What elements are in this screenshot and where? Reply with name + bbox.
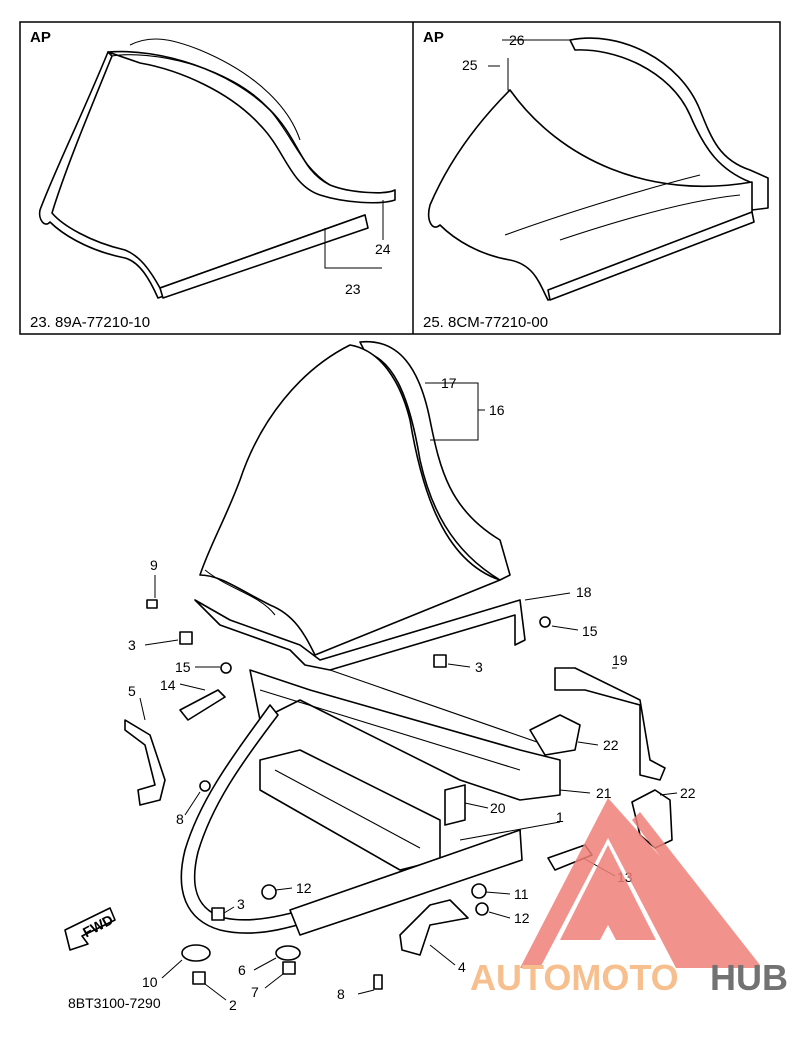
svg-text:23: 23	[345, 281, 361, 297]
svg-text:6: 6	[238, 962, 246, 978]
nut-7: 7	[251, 961, 296, 1000]
main-assembly: 17 16 18 21 20	[64, 340, 696, 1013]
svg-text:11: 11	[514, 886, 529, 902]
svg-text:3: 3	[128, 637, 136, 653]
svg-text:5: 5	[128, 683, 136, 699]
panel-left-label: AP	[30, 29, 51, 46]
callout-16-17: 17 16	[425, 375, 505, 441]
screw-15b: 15	[539, 616, 598, 639]
panel-right-label: AP	[423, 29, 444, 46]
bracket-22a: 22	[529, 714, 619, 756]
fwd-arrow-icon: FWD	[64, 907, 116, 951]
panel-right-caption: 25. 8CM-77210-00	[423, 314, 548, 331]
nut-3a: 3	[128, 631, 193, 653]
nut-3c: 3	[211, 896, 245, 921]
svg-text:8: 8	[337, 986, 345, 1002]
inner-cowl-21: 21	[249, 669, 612, 801]
panel-left-caption: 23. 89A-77210-10	[30, 314, 150, 331]
screw-8a: 8	[176, 780, 211, 827]
svg-text:12: 12	[296, 880, 312, 896]
svg-text:18: 18	[576, 584, 592, 600]
svg-text:26: 26	[509, 32, 525, 48]
svg-text:17: 17	[441, 375, 457, 391]
screw-8b: 8	[337, 974, 383, 1002]
windscreen-16	[199, 340, 511, 656]
washer-6: 6	[238, 945, 301, 978]
stay-14: 14	[160, 677, 226, 721]
svg-text:16: 16	[489, 402, 505, 418]
svg-text:8: 8	[176, 811, 184, 827]
panel-right: AP 25 26 25. 8CM-77210-00	[423, 29, 769, 331]
grommet-12a: 12	[261, 880, 312, 900]
bracket-18: 18	[194, 584, 592, 671]
windscreen-25	[427, 37, 769, 301]
svg-text:7: 7	[251, 984, 259, 1000]
diagram-code: 8BT3100-7290	[68, 995, 161, 1011]
callout-23: 23	[324, 228, 382, 297]
svg-text:15: 15	[582, 623, 598, 639]
bracket-22b: 22	[631, 785, 696, 849]
cowling-1: 1	[180, 704, 564, 936]
svg-text:4: 4	[458, 959, 466, 975]
svg-text:10: 10	[142, 974, 158, 990]
washer-10: 10	[142, 944, 211, 990]
svg-text:9: 9	[150, 557, 158, 573]
svg-text:20: 20	[490, 800, 506, 816]
grommet-12b: 12	[475, 902, 530, 926]
svg-text:3: 3	[475, 659, 483, 675]
svg-text:24: 24	[375, 241, 391, 257]
screw-15a: 15	[175, 659, 232, 675]
svg-text:12: 12	[514, 910, 530, 926]
stay-4: 4	[399, 899, 469, 975]
svg-text:25: 25	[462, 57, 478, 73]
stay-5: 5	[124, 683, 166, 806]
svg-text:1: 1	[556, 809, 564, 825]
callout-24: 24	[375, 200, 391, 257]
svg-text:2: 2	[229, 997, 237, 1013]
nut-2: 2	[192, 971, 237, 1013]
screw-9: 9	[146, 557, 158, 609]
stay-19: 19	[554, 652, 666, 781]
svg-text:21: 21	[596, 785, 612, 801]
svg-text:22: 22	[680, 785, 696, 801]
svg-text:14: 14	[160, 677, 176, 693]
watermark-text-2: HUB	[710, 957, 788, 998]
svg-text:15: 15	[175, 659, 191, 675]
nut-3b: 3	[433, 654, 483, 675]
grommet-11: 11	[471, 883, 529, 902]
watermark-logo: AUTOMOTO HUB	[470, 798, 788, 998]
top-panels	[19, 21, 781, 335]
callout-26: 26	[502, 32, 570, 48]
svg-text:22: 22	[603, 737, 619, 753]
watermark-text-1: AUTOMOTO	[470, 957, 679, 998]
callout-25: 25	[462, 57, 510, 91]
svg-text:19: 19	[612, 652, 628, 668]
svg-text:3: 3	[237, 896, 245, 912]
windscreen-23	[38, 38, 396, 299]
panel-left: AP 23 24 23. 89A-77210-10	[30, 29, 396, 331]
